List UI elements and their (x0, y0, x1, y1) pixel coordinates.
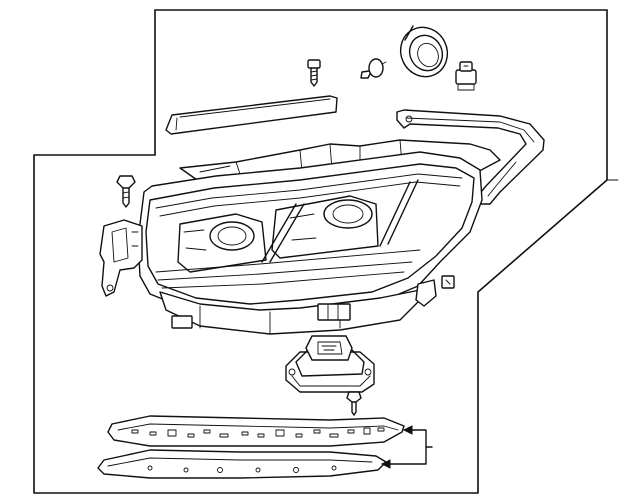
side-connector (455, 61, 477, 91)
trim-slots (131, 427, 385, 438)
side-screw (116, 175, 136, 208)
lower-trim-strip (97, 449, 387, 479)
grommet-cap (399, 25, 449, 78)
headlamp-housing (99, 139, 501, 335)
upper-trim-strip (165, 95, 338, 135)
control-module (285, 335, 375, 393)
bulb (360, 58, 387, 79)
bracket-arrows (380, 425, 433, 469)
module-screw (346, 391, 362, 416)
upper-screw (307, 59, 321, 87)
upper-lower-trim (107, 415, 405, 447)
